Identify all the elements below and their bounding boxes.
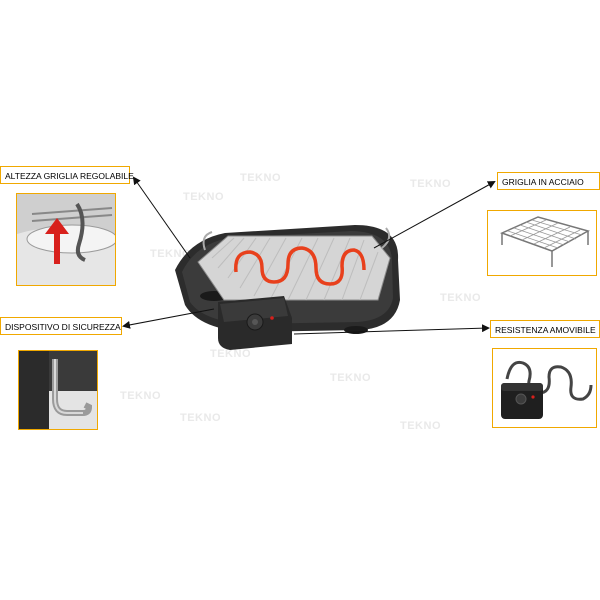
label-altezza-griglia: ALTEZZA GRIGLIA REGOLABILE (0, 166, 134, 184)
watermark: TEKNO (330, 372, 371, 384)
control-unit (218, 296, 292, 350)
watermark: TEKNO (410, 178, 451, 190)
watermark: TEKNO (120, 390, 161, 402)
label-resistenza-amovibile: RESISTENZA AMOVIBILE (490, 320, 600, 338)
watermark: TEKNO (400, 420, 441, 432)
watermark: TEKNO (180, 412, 221, 424)
photo-adjustable-height (16, 193, 116, 286)
adjustable-height-image (17, 194, 115, 285)
watermark: TEKNO (210, 348, 251, 360)
pointer-safety (122, 308, 215, 329)
photo-removable-element (492, 348, 597, 428)
steel-grill-image (499, 216, 590, 267)
watermark: TEKNO (440, 292, 481, 304)
heating-element (234, 246, 366, 286)
grill-base (175, 225, 400, 334)
grill-rack (197, 227, 391, 301)
watermark: TEKNO (240, 172, 281, 184)
label-griglia-acciaio: GRIGLIA IN ACCIAIO (497, 172, 600, 190)
safety-device-image (19, 351, 97, 429)
pointer-grill (373, 181, 496, 249)
removable-element-image (501, 360, 593, 419)
photo-steel-grill (487, 210, 597, 276)
pointer-height (132, 176, 191, 259)
watermark: TEKNO (183, 191, 224, 203)
watermark: TEKNO (150, 248, 191, 260)
photo-safety-device (18, 350, 98, 430)
pointer-element (293, 324, 490, 335)
label-dispositivo-sicurezza: DISPOSITIVO DI SICUREZZA (0, 317, 122, 335)
